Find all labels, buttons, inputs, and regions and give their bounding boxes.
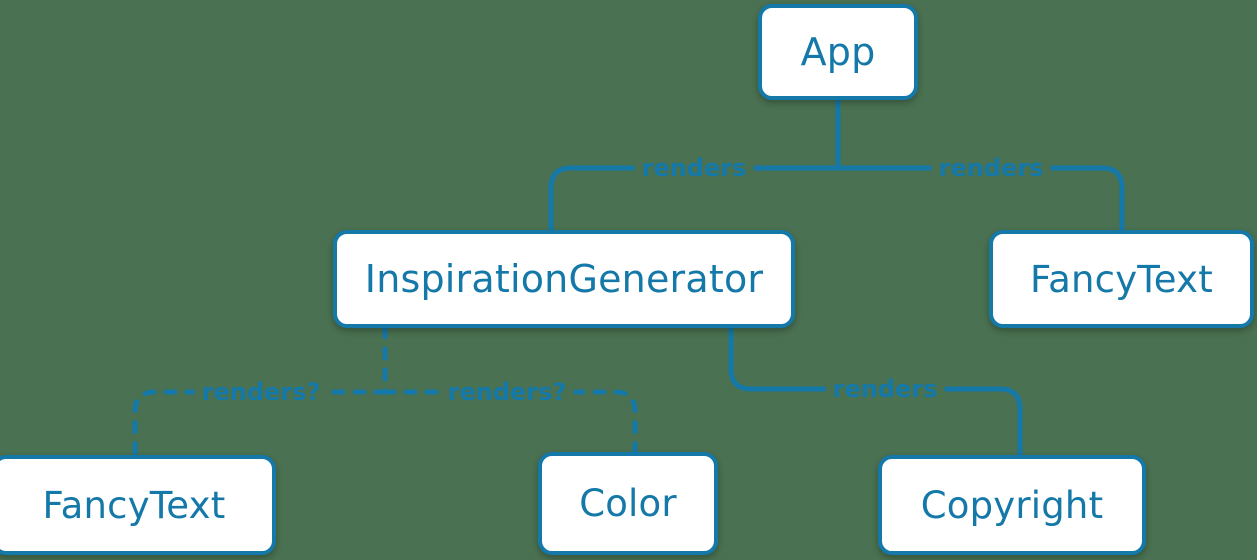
- node-fancytext-bottom[interactable]: FancyText: [0, 455, 276, 555]
- edge-label-inspgen-fancytext: renders?: [194, 380, 328, 404]
- node-fancytext-bottom-label: FancyText: [42, 483, 226, 527]
- node-copyright[interactable]: Copyright: [878, 455, 1146, 555]
- node-app-label: App: [800, 30, 876, 74]
- edge-label-app-fancytext: renders: [931, 156, 1051, 180]
- edge-app-inspgen: [548, 165, 841, 233]
- edge-app-fancytext: [835, 165, 1125, 233]
- node-copyright-label: Copyright: [920, 483, 1104, 527]
- edge-label-inspgen-copyright: renders: [825, 377, 945, 401]
- node-fancytext-top-label: FancyText: [1030, 257, 1213, 301]
- edge-label-app-inspgen: renders: [634, 156, 754, 180]
- node-inspiration-generator[interactable]: InspirationGenerator: [333, 230, 795, 328]
- node-color[interactable]: Color: [538, 452, 718, 555]
- edge-label-inspgen-color: renders?: [440, 380, 574, 404]
- node-app[interactable]: App: [758, 4, 918, 100]
- node-fancytext-top[interactable]: FancyText: [989, 230, 1254, 328]
- edge-inspgen-fancytext: [132, 389, 388, 458]
- node-color-label: Color: [579, 482, 677, 525]
- edge-inspgen-color: [382, 389, 638, 455]
- node-inspiration-generator-label: InspirationGenerator: [364, 257, 764, 301]
